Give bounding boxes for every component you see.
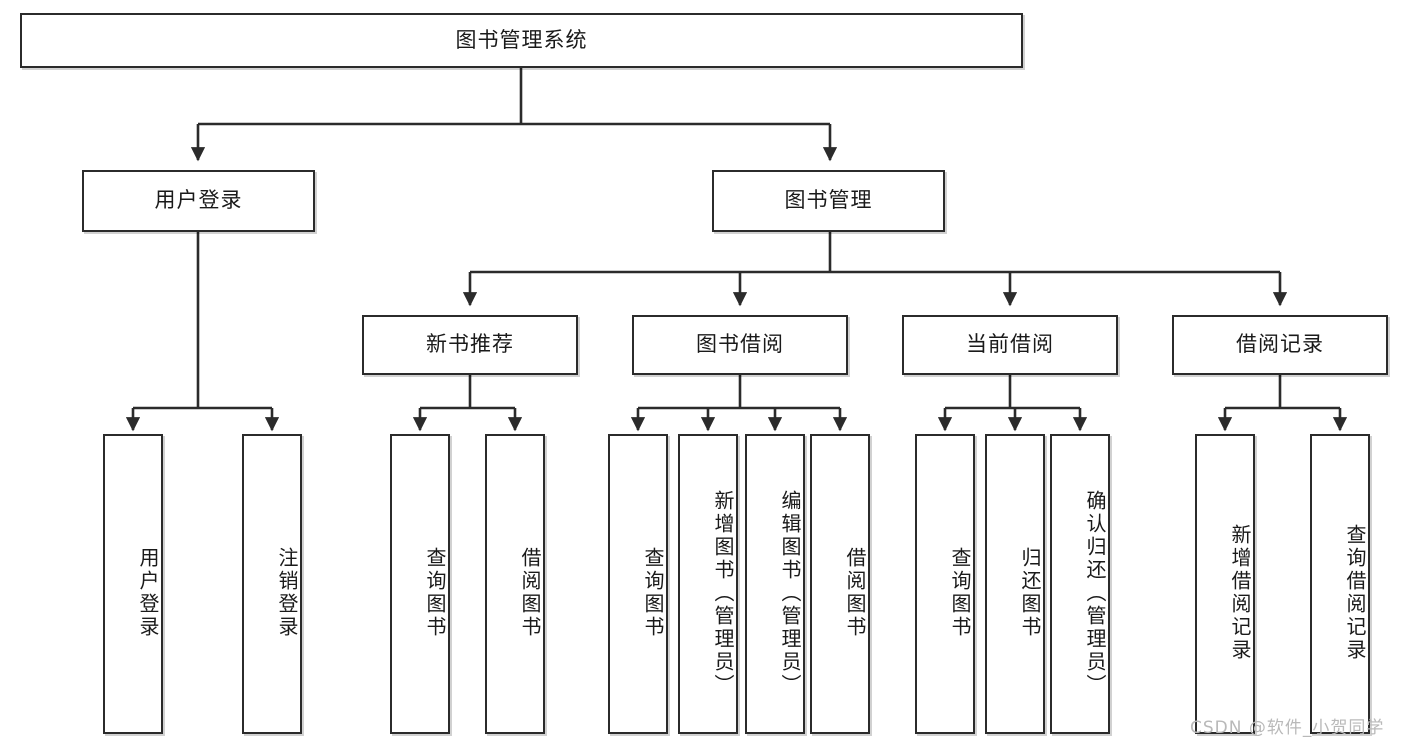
node-leaf-query-book-3-label: 查询图书 bbox=[948, 547, 972, 639]
node-leaf-borrow-book-1-label: 借阅图书 bbox=[518, 547, 542, 639]
node-leaf-confirm-return[interactable]: 确认归还（管理员） bbox=[1050, 434, 1110, 734]
node-leaf-user-login-label: 用户登录 bbox=[136, 547, 160, 639]
node-leaf-add-record-label: 新增借阅记录 bbox=[1228, 524, 1252, 662]
csdn-watermark: CSDN @软件_小贺同学 bbox=[1190, 718, 1385, 738]
node-current-borrow-label: 当前借阅 bbox=[966, 332, 1054, 357]
node-book-management-label: 图书管理 bbox=[784, 188, 873, 213]
node-leaf-add-book-label: 新增图书（管理员） bbox=[711, 489, 735, 697]
node-leaf-logout-login[interactable]: 注销登录 bbox=[242, 434, 302, 734]
node-leaf-borrow-book-2-label: 借阅图书 bbox=[843, 547, 867, 639]
node-borrow-record[interactable]: 借阅记录 bbox=[1172, 315, 1388, 375]
node-leaf-return-book[interactable]: 归还图书 bbox=[985, 434, 1045, 734]
node-leaf-query-book-3[interactable]: 查询图书 bbox=[915, 434, 975, 734]
node-user-login-label: 用户登录 bbox=[154, 188, 243, 213]
node-user-login[interactable]: 用户登录 bbox=[82, 170, 315, 232]
node-leaf-borrow-book-1[interactable]: 借阅图书 bbox=[485, 434, 545, 734]
node-leaf-query-record[interactable]: 查询借阅记录 bbox=[1310, 434, 1370, 734]
node-leaf-logout-login-label: 注销登录 bbox=[275, 547, 299, 639]
node-leaf-borrow-book-2[interactable]: 借阅图书 bbox=[810, 434, 870, 734]
node-leaf-add-book[interactable]: 新增图书（管理员） bbox=[678, 434, 738, 734]
node-current-borrow[interactable]: 当前借阅 bbox=[902, 315, 1118, 375]
node-leaf-query-book-1-label: 查询图书 bbox=[423, 547, 447, 639]
node-leaf-edit-book[interactable]: 编辑图书（管理员） bbox=[745, 434, 805, 734]
node-leaf-add-record[interactable]: 新增借阅记录 bbox=[1195, 434, 1255, 734]
node-borrow-record-label: 借阅记录 bbox=[1236, 332, 1324, 357]
node-leaf-edit-book-label: 编辑图书（管理员） bbox=[778, 489, 802, 697]
node-leaf-user-login[interactable]: 用户登录 bbox=[103, 434, 163, 734]
node-book-borrow[interactable]: 图书借阅 bbox=[632, 315, 848, 375]
node-leaf-query-book-1[interactable]: 查询图书 bbox=[390, 434, 450, 734]
node-new-book-recommend-label: 新书推荐 bbox=[426, 332, 514, 357]
node-book-management[interactable]: 图书管理 bbox=[712, 170, 945, 232]
node-leaf-query-book-2[interactable]: 查询图书 bbox=[608, 434, 668, 734]
node-leaf-query-record-label: 查询借阅记录 bbox=[1343, 524, 1367, 662]
node-leaf-query-book-2-label: 查询图书 bbox=[641, 547, 665, 639]
node-leaf-confirm-return-label: 确认归还（管理员） bbox=[1083, 489, 1107, 697]
node-new-book-recommend[interactable]: 新书推荐 bbox=[362, 315, 578, 375]
node-book-borrow-label: 图书借阅 bbox=[696, 332, 784, 357]
node-root-label: 图书管理系统 bbox=[455, 27, 588, 52]
node-root[interactable]: 图书管理系统 bbox=[20, 13, 1023, 68]
node-leaf-return-book-label: 归还图书 bbox=[1018, 547, 1042, 639]
